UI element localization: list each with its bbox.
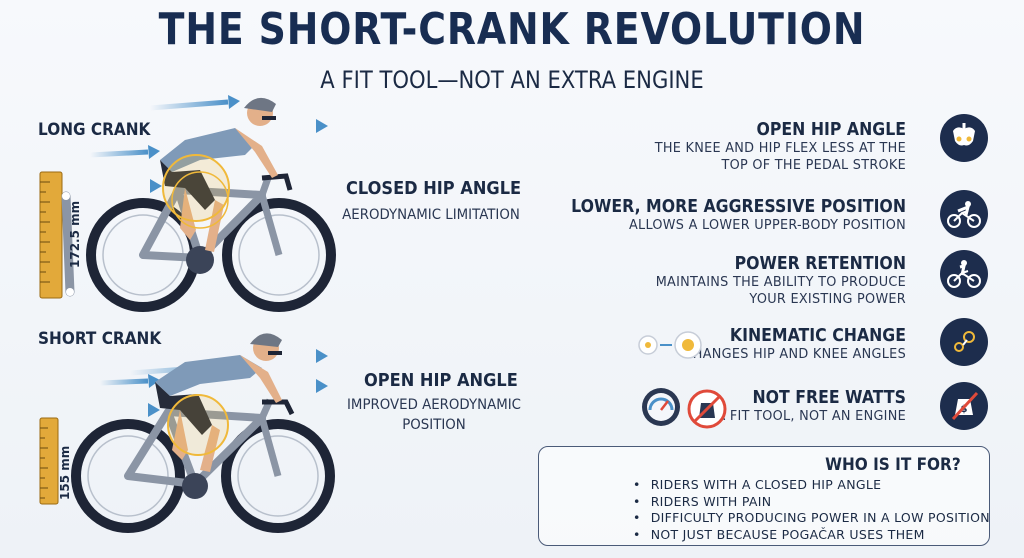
no-money-icon: $ [940, 382, 988, 430]
feature-title: NOT FREE WATTS [752, 388, 906, 408]
closed-hip-sub: AERODYNAMIC LIMITATION [342, 207, 520, 223]
cyclist-icon [940, 250, 988, 298]
feature-desc: YOUR EXISTING POWER [749, 291, 906, 307]
who-title: WHO IS IT FOR? [825, 455, 961, 475]
list-item: RIDERS WITH PAIN [633, 494, 990, 511]
list-item: DIFFICULTY PRODUCING POWER IN A LOW POSI… [633, 510, 990, 527]
page-subtitle: A FIT TOOL—NOT AN EXTRA ENGINE [320, 66, 704, 94]
feature-title: LOWER, MORE AGGRESSIVE POSITION [571, 197, 906, 217]
feature-power-retention: POWER RETENTION MAINTAINS THE ABILITY TO… [476, 254, 906, 308]
open-hip-sub-2: POSITION [402, 417, 466, 433]
kinematic-icon [940, 318, 988, 366]
short-crank-circle-icon [636, 331, 706, 363]
feature-title: POWER RETENTION [734, 254, 906, 274]
no-money-bag-icon [686, 388, 728, 434]
page-title: THE SHORT-CRANK REVOLUTION [158, 4, 866, 55]
list-item: RIDERS WITH A CLOSED HIP ANGLE [633, 477, 990, 494]
feature-open-hip: OPEN HIP ANGLE THE KNEE AND HIP FLEX LES… [476, 120, 906, 174]
feature-desc: CHANGES HIP AND KNEE ANGLES [683, 346, 906, 362]
long-crank-measure: 172.5 mm [68, 200, 82, 268]
crank-comparison-illustration [39, 95, 336, 533]
pelvis-icon [940, 114, 988, 162]
feature-title: KINEMATIC CHANGE [729, 326, 906, 346]
feature-desc: ALLOWS A LOWER UPPER-BODY POSITION [628, 217, 906, 233]
who-is-it-for-box: WHO IS IT FOR? RIDERS WITH A CLOSED HIP … [538, 446, 990, 546]
list-item: NOT JUST BECAUSE POGAČAR USES THEM [633, 527, 990, 544]
long-crank-label: LONG CRANK [38, 120, 151, 140]
closed-hip-title: CLOSED HIP ANGLE [346, 178, 522, 199]
long-crank-bike [39, 95, 336, 312]
open-hip-sub-1: IMPROVED AERODYNAMIC [347, 397, 521, 413]
feature-desc: MAINTAINS THE ABILITY TO PRODUCE [655, 274, 906, 290]
cyclist-icon [940, 190, 988, 238]
feature-desc: TOP OF THE PEDAL STROKE [721, 157, 906, 173]
short-crank-measure: 155 mm [58, 445, 72, 500]
feature-desc: A FIT TOOL, NOT AN ENGINE [716, 408, 906, 424]
svg-text:$: $ [961, 404, 968, 415]
short-crank-bike [39, 333, 335, 533]
open-hip-title: OPEN HIP ANGLE [364, 370, 518, 391]
feature-title: OPEN HIP ANGLE [756, 120, 906, 140]
who-list: RIDERS WITH A CLOSED HIP ANGLE RIDERS WI… [633, 477, 990, 543]
feature-lower-position: LOWER, MORE AGGRESSIVE POSITION ALLOWS A… [476, 197, 906, 234]
short-crank-label: SHORT CRANK [38, 329, 162, 349]
feature-kinematic-change: KINEMATIC CHANGE CHANGES HIP AND KNEE AN… [476, 326, 906, 363]
feature-not-free-watts: NOT FREE WATTS A FIT TOOL, NOT AN ENGINE [476, 388, 906, 425]
feature-desc: THE KNEE AND HIP FLEX LESS AT THE [654, 140, 906, 156]
short-crank-ruler [39, 417, 59, 505]
speedometer-icon [640, 386, 682, 432]
wind-arrows-top [89, 95, 328, 193]
long-crank-ruler [39, 171, 75, 299]
